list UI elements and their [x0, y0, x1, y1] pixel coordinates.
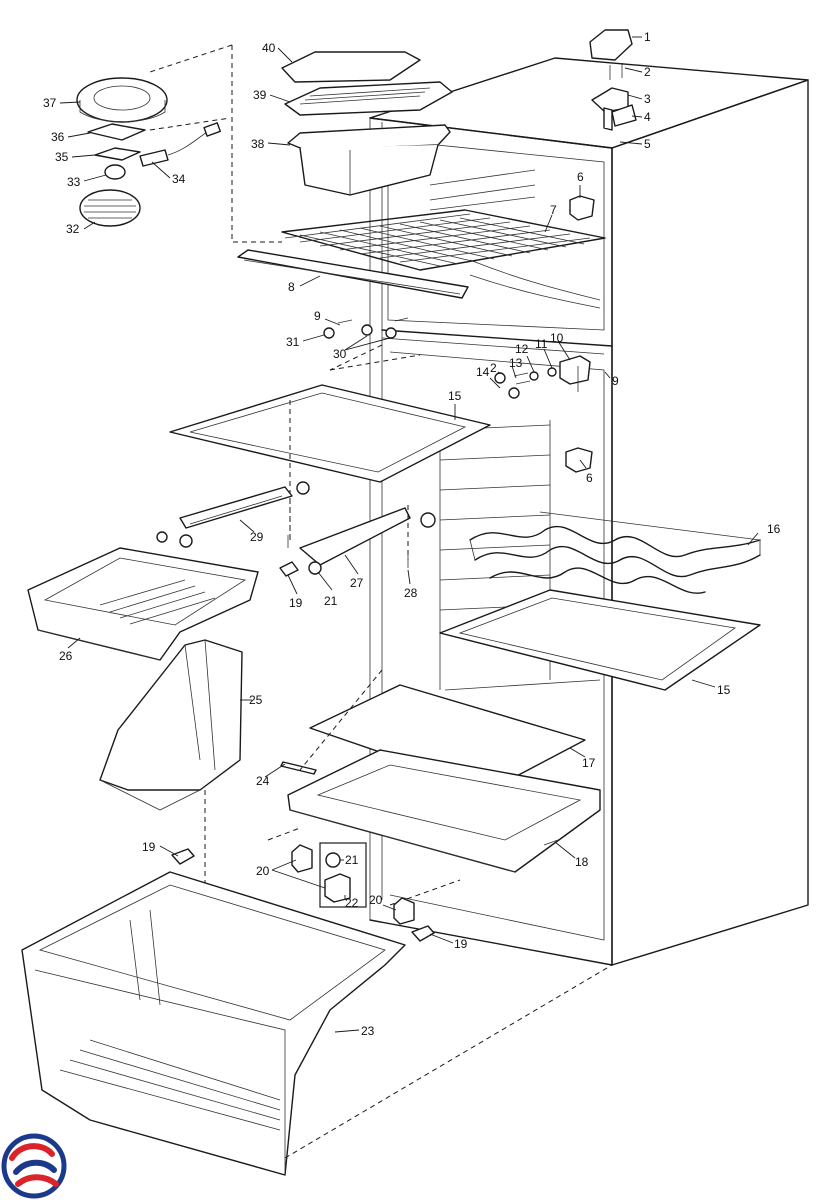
label-4: 4 — [644, 110, 651, 124]
label-13: 13 — [509, 356, 523, 370]
glass-shelf-upper — [169, 384, 491, 540]
label-40: 40 — [262, 41, 276, 55]
label-2: 2 — [644, 65, 651, 79]
freezer-wire-shelf — [281, 209, 606, 271]
label-9-left: 9 — [314, 309, 321, 323]
part-labels: 1 2 3 4 5 6 7 8 9 31 30 10 11 12 13 2 14… — [43, 30, 781, 1038]
bin-support-brackets — [267, 827, 461, 925]
label-33: 33 — [67, 175, 81, 189]
glass-shelf-right — [439, 589, 761, 691]
label-3: 3 — [644, 92, 651, 106]
slide-rail-left — [156, 481, 310, 548]
leader-lines — [59, 36, 759, 1033]
label-9-right: 9 — [612, 374, 619, 388]
label-23: 23 — [361, 1024, 375, 1038]
label-36: 36 — [51, 130, 65, 144]
label-20-right: 20 — [369, 893, 383, 907]
brand-swirl-logo — [1, 1133, 67, 1199]
crisper-bin — [21, 871, 406, 1176]
label-32: 32 — [66, 222, 80, 236]
label-12: 12 — [515, 342, 529, 356]
label-19-left: 19 — [142, 840, 156, 854]
label-24: 24 — [256, 774, 270, 788]
lamp-assembly — [76, 77, 221, 227]
label-7: 7 — [550, 203, 557, 217]
label-35: 35 — [55, 150, 69, 164]
label-5: 5 — [644, 137, 651, 151]
label-22: 22 — [345, 896, 359, 910]
label-19-mid: 19 — [289, 596, 303, 610]
label-27: 27 — [350, 576, 364, 590]
label-25: 25 — [249, 693, 263, 707]
slide-rail-right — [279, 505, 436, 577]
label-1: 1 — [644, 30, 651, 44]
label-11: 11 — [535, 337, 548, 351]
label-15-right: 15 — [717, 683, 731, 697]
top-hinge-assembly — [589, 29, 637, 131]
label-30: 30 — [333, 347, 347, 361]
label-26: 26 — [59, 649, 73, 663]
bin-clip-left — [171, 848, 195, 865]
wine-rack — [469, 511, 761, 594]
label-16: 16 — [767, 522, 781, 536]
label-18: 18 — [575, 855, 589, 869]
label-15-upper: 15 — [448, 389, 462, 403]
ice-tray-assembly — [281, 51, 453, 196]
label-2-mid: 2 — [490, 361, 497, 375]
label-38: 38 — [251, 137, 265, 151]
label-6-lower: 6 — [586, 471, 593, 485]
label-37: 37 — [43, 96, 57, 110]
fan-clip-upper — [569, 195, 595, 221]
label-8: 8 — [288, 280, 295, 294]
fan-clip-lower — [565, 447, 593, 473]
shelf-front-trim — [237, 249, 469, 299]
label-21-mid: 21 — [324, 594, 338, 608]
label-20-left: 20 — [256, 864, 270, 878]
label-19-right: 19 — [454, 937, 468, 951]
label-10: 10 — [550, 331, 564, 345]
crisper-cover-frame — [280, 749, 601, 873]
label-31: 31 — [286, 335, 300, 349]
cabinet-body — [369, 57, 809, 966]
label-34: 34 — [172, 172, 186, 186]
label-29: 29 — [250, 530, 264, 544]
label-14: 14 — [476, 365, 490, 379]
label-17: 17 — [582, 756, 596, 770]
bin-clip-right — [411, 925, 435, 942]
freezer-tray — [27, 547, 259, 661]
label-39: 39 — [253, 88, 267, 102]
label-6-upper: 6 — [577, 170, 584, 184]
label-21-box: 21 — [345, 853, 359, 867]
bin-divider — [99, 639, 243, 1010]
label-28: 28 — [404, 586, 418, 600]
